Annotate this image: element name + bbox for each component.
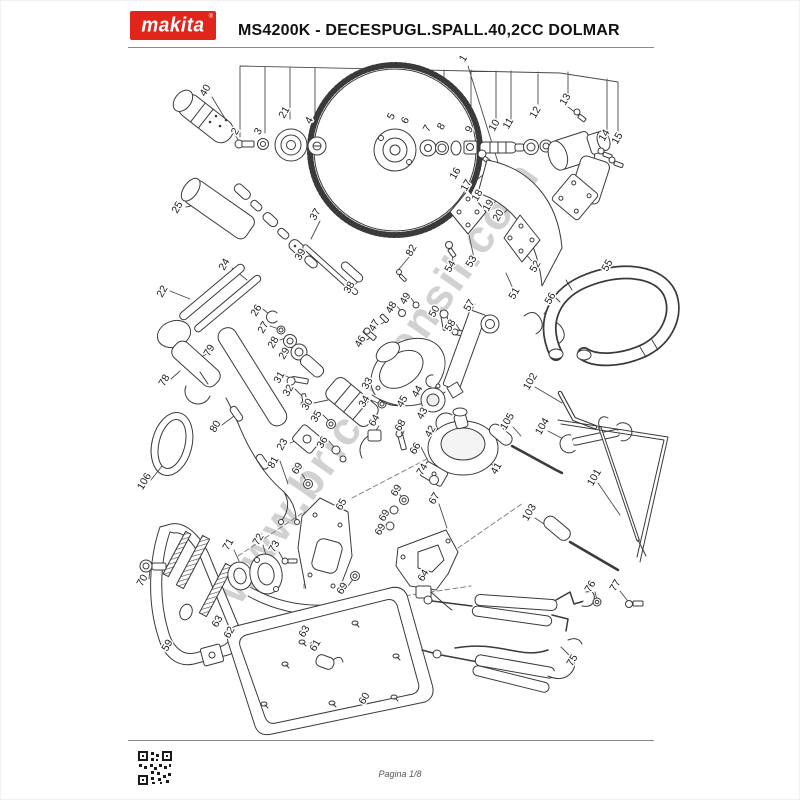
strap	[557, 419, 669, 563]
stop-switch	[359, 429, 382, 459]
shaft-sleeve	[180, 177, 255, 240]
registered-trademark-icon: ®	[208, 14, 213, 20]
blade-bolt	[234, 139, 255, 149]
part-label-66: 66	[407, 440, 423, 456]
part-label-102: 102	[521, 371, 540, 392]
part-label-23: 23	[274, 436, 290, 452]
part-label-22: 22	[154, 283, 170, 299]
part-label-28: 28	[265, 334, 281, 350]
part-label-24: 24	[216, 256, 232, 272]
hex-nuts	[303, 479, 409, 581]
tool-kit	[488, 390, 669, 572]
plate-holes	[260, 620, 401, 709]
part-label-82: 82	[403, 242, 419, 258]
page-title: MS4200K - DECESPUGL.SPALL.40,2CC DOLMAR	[238, 22, 620, 39]
spline-shaft	[479, 141, 525, 154]
part-label-80: 80	[207, 418, 223, 434]
throttle-handle	[156, 319, 221, 405]
handle-grip	[172, 89, 234, 144]
cable-clamp-62	[199, 631, 232, 667]
washer	[260, 141, 266, 147]
cable-hook-61	[309, 641, 344, 670]
outer-tube	[179, 263, 262, 333]
clutch-case	[370, 337, 446, 407]
clutch-drum	[427, 407, 499, 476]
part-label-25: 25	[169, 199, 185, 215]
part-label-51: 51	[506, 285, 522, 301]
flange-72	[249, 553, 283, 595]
blade-guard	[445, 159, 563, 287]
footer-divider	[128, 740, 654, 741]
support-tube	[442, 309, 500, 399]
file-tool	[598, 416, 647, 557]
part-label-79: 79	[201, 342, 217, 358]
flex-shaft-parts	[233, 183, 318, 269]
part-label-40: 40	[197, 82, 213, 98]
qr-code	[138, 751, 172, 790]
part-label-3: 3	[252, 126, 265, 137]
part-label-70: 70	[134, 572, 150, 588]
throttle-cables	[421, 591, 644, 693]
shaft-small-parts	[266, 310, 396, 463]
part-label-76: 76	[582, 578, 598, 594]
throttle-cable	[225, 397, 300, 525]
part-label-77: 77	[607, 577, 623, 593]
arbor-washers	[419, 139, 478, 157]
mount-bracket-67	[395, 529, 459, 591]
part-label-68: 68	[392, 417, 408, 433]
part-label-103: 103	[520, 502, 539, 523]
part-label-67: 67	[426, 490, 442, 506]
part-label-12: 12	[527, 104, 543, 120]
screwdriver	[488, 423, 564, 475]
bearing-71	[227, 561, 253, 591]
part-label-26: 26	[248, 302, 264, 318]
harness-ring	[150, 412, 194, 476]
part-label-13: 13	[557, 91, 573, 107]
part-label-101: 101	[585, 467, 604, 488]
saw-blade	[307, 62, 483, 238]
makita-logo-text: makita	[141, 14, 205, 37]
bolt-73	[281, 557, 298, 565]
makita-logo: makita ®	[130, 11, 216, 40]
part-label-78: 78	[156, 372, 172, 388]
bracket-plate-66	[419, 461, 449, 487]
page-number: Pagina 1/8	[378, 769, 422, 779]
washer	[257, 138, 269, 150]
shaft-cup-nut	[523, 139, 553, 155]
part-label-46: 46	[352, 333, 368, 349]
part-label-37: 37	[307, 206, 323, 222]
mount-bracket-65	[297, 497, 353, 599]
base-plate	[226, 586, 434, 736]
stop-switch-2	[415, 585, 453, 611]
part-label-15: 15	[609, 130, 625, 146]
part-label-11: 11	[500, 116, 516, 132]
drive-tube	[217, 327, 288, 427]
header: makita ® MS4200K - DECESPUGL.SPALL.40,2C…	[0, 0, 800, 48]
clutch-parts	[395, 374, 453, 451]
part-label-32: 32	[280, 382, 296, 398]
part-label-106: 106	[135, 471, 154, 492]
drive-rod	[302, 244, 364, 296]
clamp-washer	[307, 136, 327, 156]
part-label-1: 1	[457, 53, 470, 64]
screwdriver-2	[543, 515, 620, 572]
stabilizer-disc	[274, 128, 308, 162]
part-label-104: 104	[533, 416, 552, 437]
loop-handle	[542, 265, 680, 367]
frame-bolt-70	[139, 559, 167, 573]
gear-head	[547, 108, 624, 221]
header-divider	[128, 47, 654, 48]
